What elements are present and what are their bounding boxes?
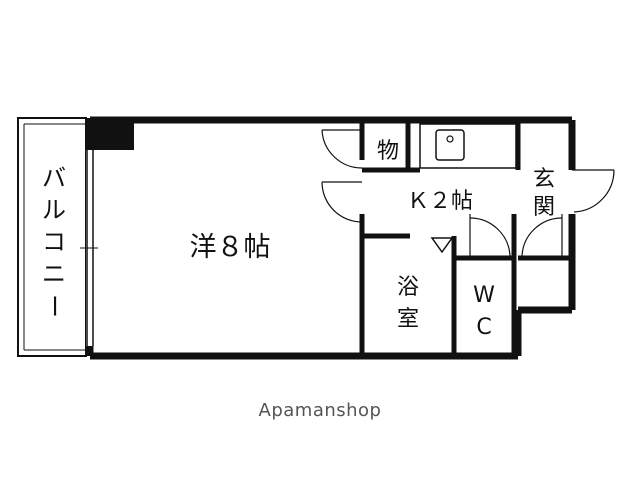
bath-label-1: 浴 [397, 275, 419, 300]
storage-label: 物 [377, 139, 399, 164]
watermark: Apamanshop [258, 400, 382, 421]
kitchen-counter [419, 123, 517, 169]
balcony-label-2: ル [42, 196, 66, 224]
wc-label-1: W [473, 283, 495, 308]
entrance-label-1: 玄 [533, 167, 555, 192]
balcony-label-5: ー [40, 294, 68, 318]
entrance-label-2: 関 [533, 195, 555, 220]
exterior-walls [86, 116, 576, 360]
western-room-label: 洋８帖 [190, 232, 271, 263]
structural-column [86, 118, 134, 150]
fridge-marker [430, 237, 454, 254]
balcony-label-1: バ [42, 164, 66, 192]
balcony-window [80, 150, 98, 346]
door-swings [321, 129, 615, 258]
bath-label-2: 室 [397, 307, 419, 332]
balcony-label-4: ニ [42, 260, 66, 288]
balcony-label-3: コ [42, 228, 66, 256]
interior-walls [359, 120, 572, 356]
wc-label-2: C [476, 315, 491, 340]
kitchen-label: Ｋ２帖 [407, 189, 473, 214]
